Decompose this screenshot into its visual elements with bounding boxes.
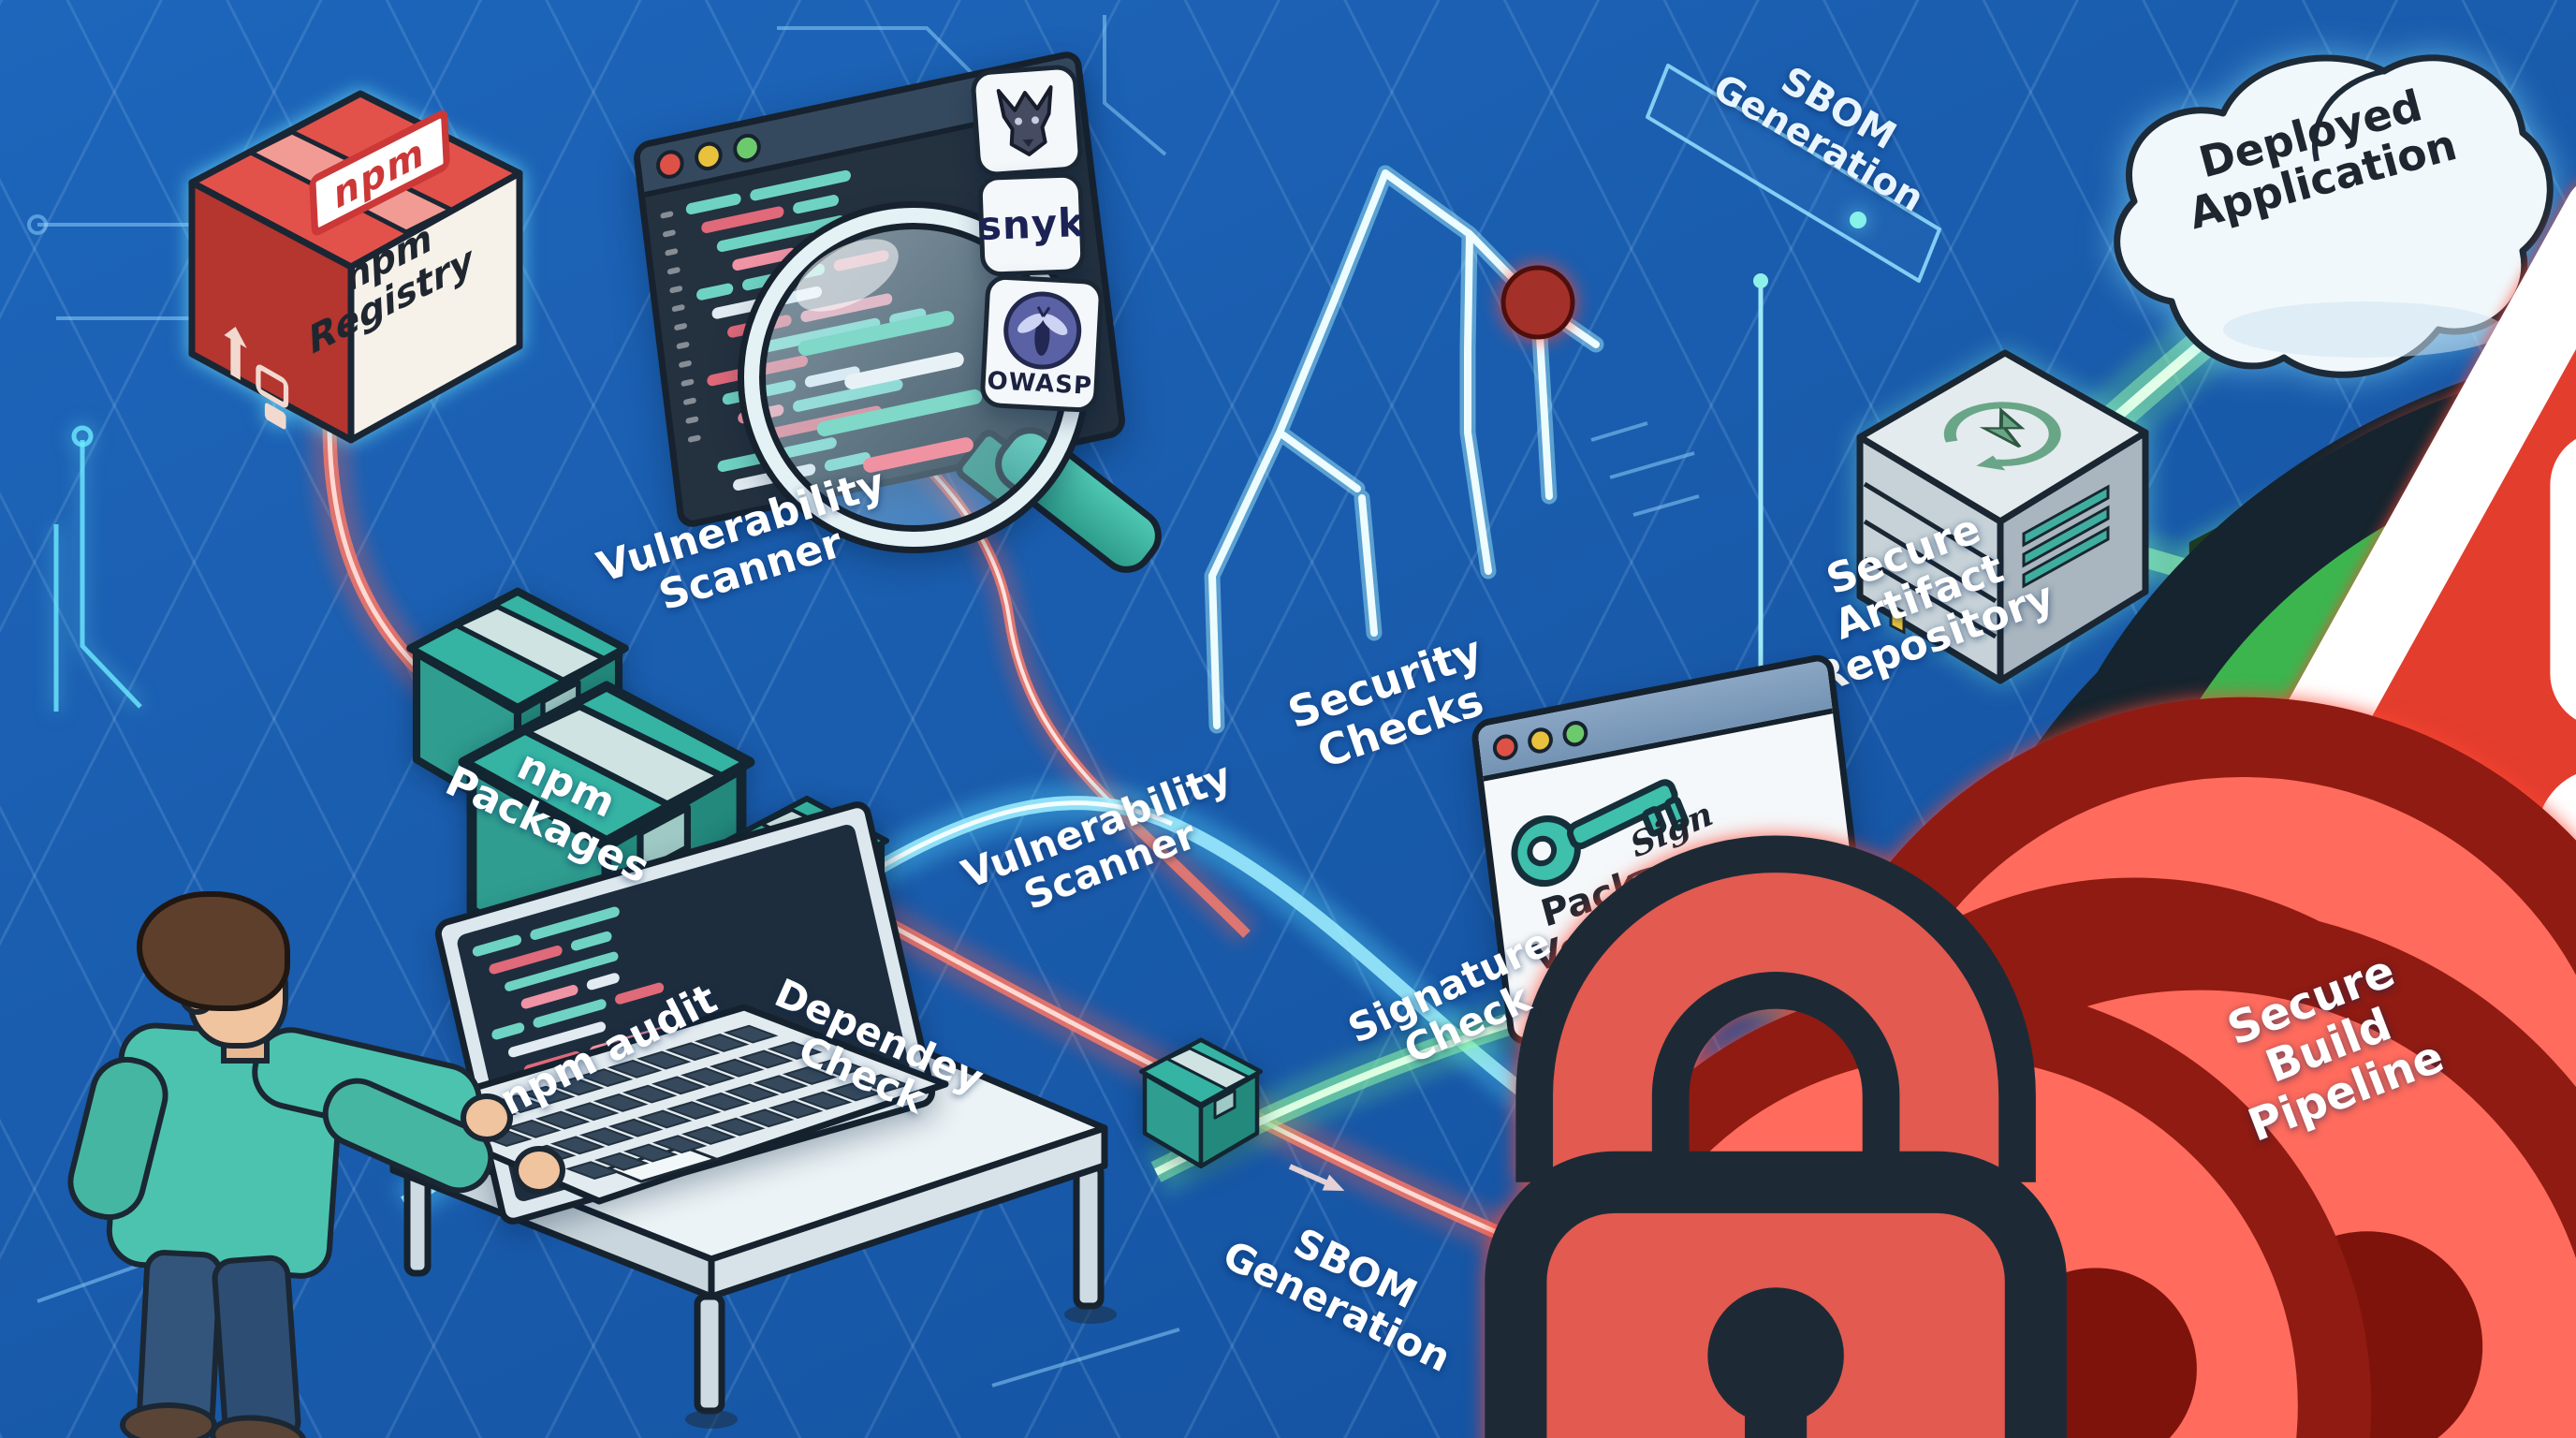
window-zoom-icon bbox=[1560, 718, 1589, 749]
developer-hair bbox=[137, 891, 290, 1011]
window-close-icon bbox=[1491, 731, 1520, 762]
lint-sign-text: Lint bbox=[1814, 1093, 1900, 1154]
window-zoom-icon bbox=[731, 131, 763, 166]
doberman-icon bbox=[996, 85, 1053, 156]
verified-package-box: Verified Verified Secure bbox=[2125, 749, 2312, 954]
snyk-logo-badge: snyk bbox=[977, 172, 1086, 277]
verified-package-box: Verified Verified Secure bbox=[2176, 463, 2392, 698]
key-icon bbox=[1511, 779, 1690, 888]
signature-underline bbox=[1627, 842, 1764, 880]
developer-hand bbox=[461, 1093, 513, 1142]
developer-hand bbox=[513, 1146, 565, 1195]
snyk-logo-text: snyk bbox=[977, 199, 1086, 250]
snyk-mascot-badge bbox=[970, 64, 1084, 178]
developer-shoe bbox=[120, 1402, 217, 1438]
owasp-logo-text: OWASP bbox=[986, 366, 1093, 401]
window-minimize-icon bbox=[1526, 725, 1555, 756]
package-box bbox=[1131, 1022, 1271, 1174]
developer-leg bbox=[211, 1254, 302, 1438]
window-close-icon bbox=[654, 147, 686, 182]
package-verification-window: Sign Package Verification bbox=[1470, 652, 1872, 1048]
window-minimize-icon bbox=[693, 139, 724, 173]
owasp-wasp-icon bbox=[1003, 291, 1082, 370]
owasp-logo-badge: OWASP bbox=[979, 273, 1105, 414]
